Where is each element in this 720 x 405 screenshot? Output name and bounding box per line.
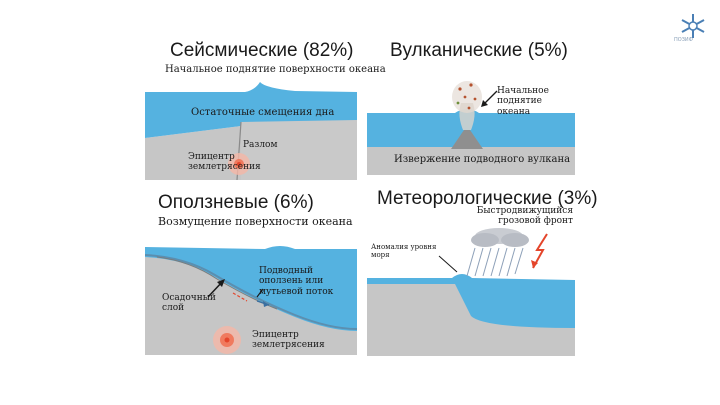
seismic-fault-label: Разлом xyxy=(243,140,277,150)
anomaly-label: Аномалия уровня моря xyxy=(371,243,441,259)
seismic-title: Сейсмические (82%) xyxy=(170,40,354,62)
volcanic-uplift-label: Начальное поднятие океана xyxy=(497,86,577,117)
sediment-label: Осадочный слой xyxy=(162,293,210,314)
rain-streaks xyxy=(467,248,523,276)
volcanic-title: Вулканические (5%) xyxy=(390,40,568,62)
seismic-residual-label: Остаточные смещения дна xyxy=(191,107,334,119)
front-label: Быстродвижущийся грозовой фронт xyxy=(473,206,573,227)
landslide-label: Подводный оползень или мутьевой поток xyxy=(259,266,349,297)
landslide-title: Оползневые (6%) xyxy=(158,192,314,214)
volcanic-eruption-label: Извержение подводного вулкана xyxy=(394,154,570,166)
landslide-disturbance-label: Возмущение поверхности океана xyxy=(158,216,353,229)
seismic-uplift-label: Начальное поднятие поверхности океана xyxy=(165,64,386,76)
seismic-epicenter-label: Эпицентр землетрясения xyxy=(188,152,240,173)
landslide-epicenter-label: Эпицентр землетрясения xyxy=(252,330,322,351)
logo-text: ПОЗИФ xyxy=(674,37,693,43)
